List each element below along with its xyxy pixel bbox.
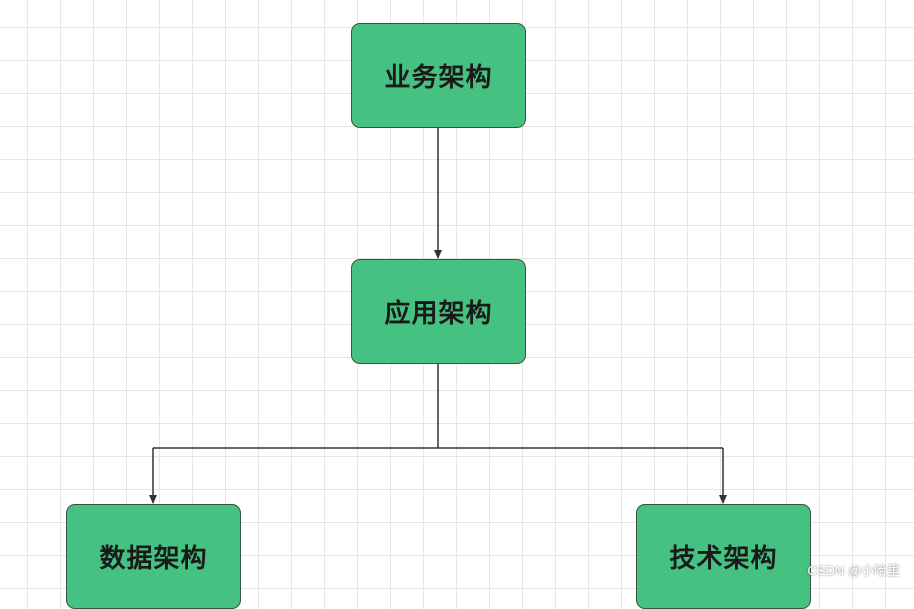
node-technology-architecture[interactable]: 技术架构 xyxy=(636,504,811,609)
node-application-architecture[interactable]: 应用架构 xyxy=(351,259,526,364)
node-application-label: 应用架构 xyxy=(384,299,493,329)
node-data-label: 数据架构 xyxy=(99,544,208,574)
diagram-canvas xyxy=(149,128,727,504)
node-technology-label: 技术架构 xyxy=(669,544,778,574)
node-data-architecture[interactable]: 数据架构 xyxy=(66,504,241,609)
node-business-label: 业务架构 xyxy=(384,63,493,93)
watermark: CSDN @小哈里 xyxy=(807,563,900,578)
node-business-architecture[interactable]: 业务架构 xyxy=(351,23,526,128)
